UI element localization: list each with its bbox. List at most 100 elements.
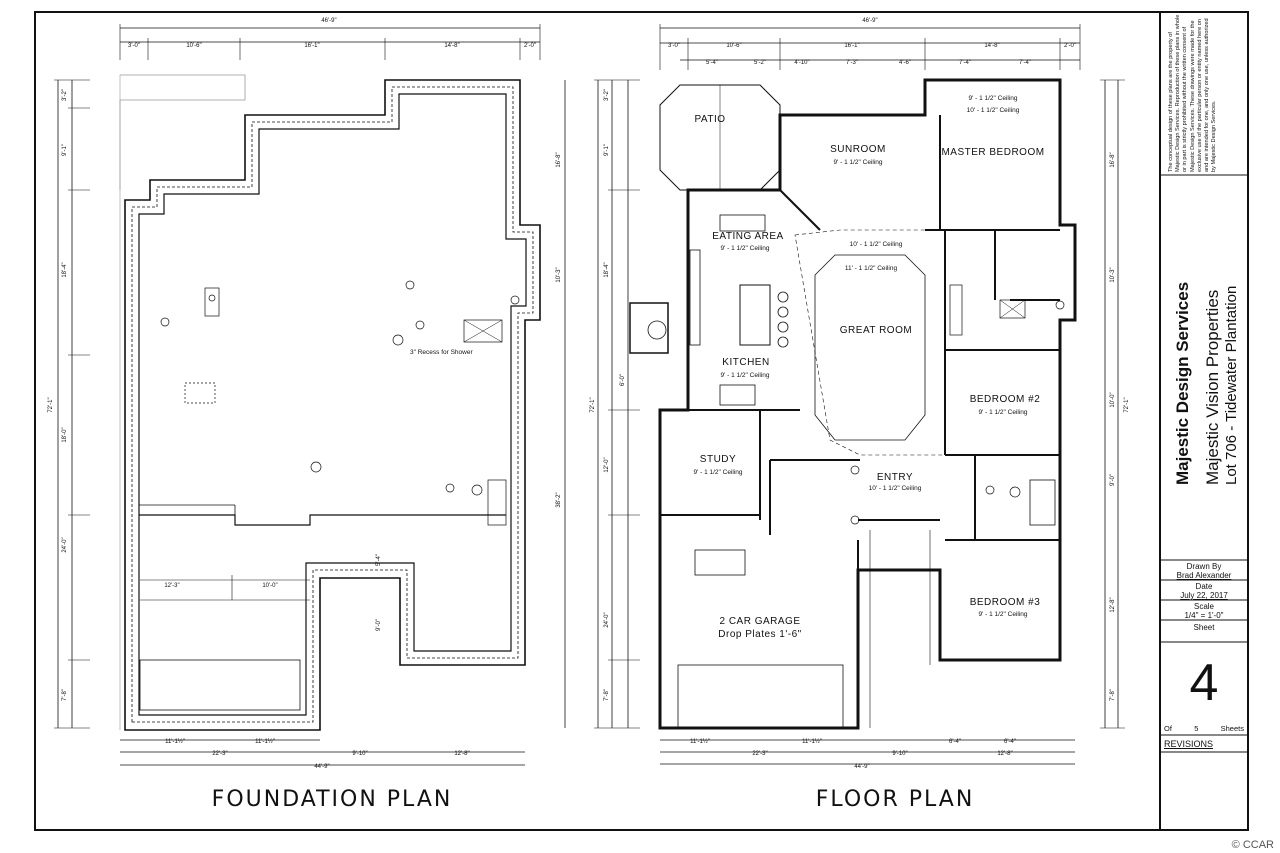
company-name: Majestic Design Services <box>1173 281 1192 485</box>
floor-dim-top2-1: 5'-4" <box>706 60 718 66</box>
room-label-eating: EATING AREA <box>712 231 783 242</box>
foundation-dim-left-5: 24'-0" <box>62 537 68 552</box>
floor-dim-left-1: 3'-2" <box>604 89 610 101</box>
foundation-dim-bottom-4: 9'-10" <box>352 751 367 757</box>
floor-overall-right: 72'-1" <box>1124 397 1130 412</box>
floor-dim-top-4: 14'-8" <box>984 43 999 49</box>
foundation-dim-top-3: 16'-1" <box>304 43 319 49</box>
room-label-patio: PATIO <box>694 114 725 125</box>
floor-dim-right-1: 16'-8" <box>1110 152 1116 167</box>
floor-dim-top2-2: 5'-2" <box>754 60 766 66</box>
foundation-dim-right-2: 10'-3" <box>556 267 562 282</box>
sheet-label: Sheet <box>1193 623 1215 632</box>
project-name: Majestic Vision Properties <box>1203 289 1222 485</box>
room-label-kitchen: KITCHEN <box>722 357 769 368</box>
foundation-plan-title: FOUNDATION PLAN <box>212 787 453 812</box>
disclaimer-text: The conceptual design of these plans are… <box>1168 14 1218 172</box>
floor-dim-right-3: 10'-0" <box>1110 392 1116 407</box>
foundation-dim-top-1: 3'-0" <box>128 43 140 49</box>
foundation-dim-right-3: 38'-2" <box>556 492 562 507</box>
sheet-border <box>34 11 1249 831</box>
floor-dim-bottom-6: 9'-10" <box>892 751 907 757</box>
foundation-dim-top-5: 2'-0" <box>524 43 536 49</box>
bed2-ceiling: 9' - 1 1/2" Ceiling <box>978 409 1027 416</box>
foundation-shower-note: 3" Recess for Shower <box>410 349 473 356</box>
master-ceiling-2: 10' - 1 1/2" Ceiling <box>967 107 1020 114</box>
foundation-dim-left-6: 7'-8" <box>62 689 68 701</box>
floor-dim-bottom-2: 11'-1½" <box>802 738 822 745</box>
total-sheets: 5 <box>1194 724 1199 733</box>
eating-ceiling: 9' - 1 1/2" Ceiling <box>720 245 769 252</box>
room-label-master: MASTER BEDROOM <box>941 147 1044 158</box>
room-label-garage: 2 CAR GARAGE <box>719 616 800 627</box>
room-label-entry: ENTRY <box>877 472 913 483</box>
foundation-dim-left-1: 3'-2" <box>62 89 68 101</box>
floor-dim-bottom-1: 11'-1½" <box>690 738 710 745</box>
floor-dim-top2-3: 4'-10" <box>794 60 809 66</box>
revisions-label: REVISIONS <box>1164 739 1214 749</box>
lot-name: Lot 706 - Tidewater Plantation <box>1223 285 1240 485</box>
floor-dim-bottom-7: 12'-8" <box>997 751 1012 757</box>
foundation-dim-bottom-2: 11'-1½" <box>255 738 275 745</box>
garage-note: Drop Plates 1'-6" <box>718 629 801 640</box>
floor-dim-top2-4: 7'-3" <box>846 60 858 66</box>
foundation-dim-bottom-3: 22'-3" <box>212 751 227 757</box>
foundation-inner-dim-3: 5'-4" <box>376 554 382 566</box>
floor-dim-bottom-4: 6'-4" <box>1004 739 1016 745</box>
floor-labels: 46'-9" 3'-0" 10'-6" 16'-1" 14'-8" 2'-0" … <box>590 18 1130 812</box>
floor-overall-bottom: 44'-9" <box>854 764 869 770</box>
foundation-overall-bottom: 44'-9" <box>314 764 329 770</box>
kitchen-ceiling: 9' - 1 1/2" Ceiling <box>720 372 769 379</box>
room-label-sunroom: SUNROOM <box>830 144 886 155</box>
floor-dim-left-2: 9'-1" <box>604 144 610 156</box>
room-label-great: GREAT ROOM <box>840 325 912 336</box>
foundation-dim-right-1: 16'-8" <box>556 152 562 167</box>
floor-dim-top-5: 2'-0" <box>1064 43 1076 49</box>
floor-dim-left-4: 6'-0" <box>620 374 626 386</box>
floor-dim-right-6: 7'-8" <box>1110 689 1116 701</box>
date-value: July 22, 2017 <box>1180 591 1228 600</box>
scale-value: 1/4" = 1'-0" <box>1184 611 1224 620</box>
floor-dim-bottom-5: 22'-3" <box>752 751 767 757</box>
foundation-labels: 46'-9" 3'-0" 10'-6" 16'-1" 14'-8" 2'-0" … <box>48 18 562 812</box>
room-label-bed3: BEDROOM #3 <box>970 597 1041 608</box>
entry-ceiling: 10' - 1 1/2" Ceiling <box>869 485 922 492</box>
floor-dim-right-4: 9'-0" <box>1110 474 1116 486</box>
floor-plan-title: FLOOR PLAN <box>816 787 975 812</box>
floor-dim-top2-6: 7'-4" <box>959 60 971 66</box>
foundation-plan <box>54 24 566 766</box>
room-label-bed2: BEDROOM #2 <box>970 394 1041 405</box>
great-ceiling-1: 10' - 1 1/2" Ceiling <box>850 241 903 248</box>
floor-dim-left-3: 18'-4" <box>604 262 610 277</box>
floor-dim-top-2: 10'-6" <box>726 43 741 49</box>
of-label: Of <box>1164 724 1172 733</box>
date-label: Date <box>1195 582 1213 591</box>
floor-dim-left-5: 12'-0" <box>604 457 610 472</box>
sheet-number: 4 <box>1189 654 1219 712</box>
floor-dim-top-1: 3'-0" <box>668 43 680 49</box>
foundation-overall-top: 46'-9" <box>321 18 336 24</box>
bed3-ceiling: 9' - 1 1/2" Ceiling <box>978 611 1027 618</box>
floor-dim-right-5: 12'-8" <box>1110 597 1116 612</box>
drawn-by-label: Drawn By <box>1186 562 1222 571</box>
study-ceiling: 9' - 1 1/2" Ceiling <box>693 469 742 476</box>
great-ceiling-2: 11' - 1 1/2" Ceiling <box>845 265 898 272</box>
sunroom-ceiling: 9' - 1 1/2" Ceiling <box>833 159 882 166</box>
foundation-dim-left-4: 18'-0" <box>62 427 68 442</box>
foundation-dim-bottom-1: 11'-1½" <box>165 738 185 745</box>
foundation-dim-left-3: 18'-4" <box>62 262 68 277</box>
foundation-inner-dim-1: 12'-3" <box>164 583 179 589</box>
foundation-dim-left-2: 9'-1" <box>62 144 68 156</box>
drawn-by-value: Brad Alexander <box>1176 571 1232 580</box>
floor-dim-top-3: 16'-1" <box>844 43 859 49</box>
foundation-inner-dim-4: 9'-0" <box>376 619 382 631</box>
floor-dim-top2-5: 4'-6" <box>899 60 911 66</box>
room-label-study: STUDY <box>700 454 736 465</box>
floor-plan <box>594 24 1125 765</box>
master-ceiling-1: 9' - 1 1/2" Ceiling <box>968 95 1017 102</box>
floor-dim-right-2: 10'-3" <box>1110 267 1116 282</box>
foundation-dim-top-2: 10'-6" <box>186 43 201 49</box>
sheets-label: Sheets <box>1220 724 1244 733</box>
foundation-inner-dim-2: 10'-0" <box>262 583 277 589</box>
